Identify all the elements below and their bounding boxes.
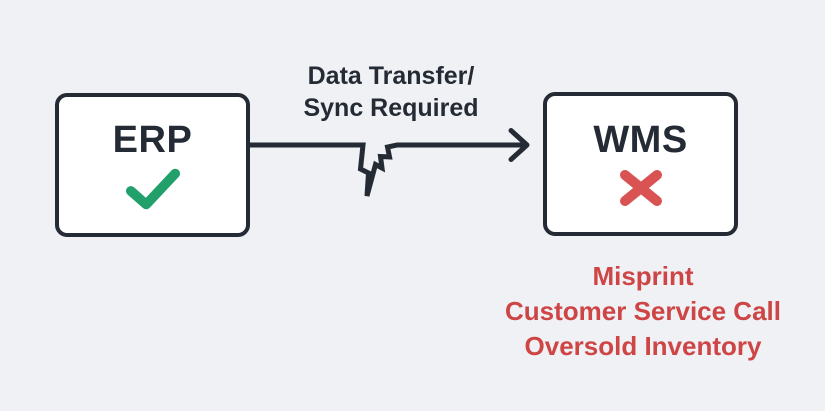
erp-node: ERP	[55, 93, 250, 237]
wms-node-label: WMS	[593, 118, 688, 161]
issue-item-customer-service-call: Customer Service Call	[504, 296, 781, 326]
issue-item-misprint: Misprint	[592, 261, 694, 291]
wms-node: WMS	[543, 92, 738, 236]
arrow-label-line1: Data Transfer/	[307, 62, 475, 90]
arrow-line-with-crack	[250, 142, 523, 197]
check-icon	[125, 168, 180, 209]
erp-node-label: ERP	[112, 118, 193, 161]
arrowhead-icon	[508, 128, 530, 162]
issue-item-oversold-inventory: Oversold Inventory	[524, 331, 762, 361]
arrow-label: Data Transfer/ Sync Required	[241, 60, 541, 124]
x-icon	[619, 169, 662, 206]
arrow-label-line2: Sync Required	[303, 94, 479, 122]
issues-list: Misprint Customer Service Call Oversold …	[478, 259, 808, 364]
